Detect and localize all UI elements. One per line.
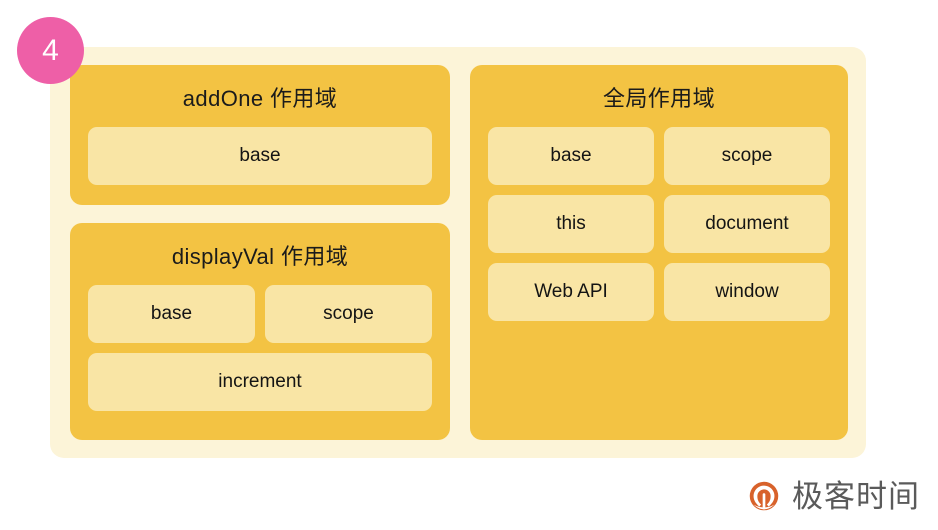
variable-chip: scope [664,126,830,185]
variable-chip: base [88,126,432,185]
variable-chip: base [88,284,255,343]
variable-chip: base [488,126,654,185]
variable-grid-global: base scope this document Web API window [488,126,830,321]
variable-chip: document [664,194,830,253]
scope-title-addone: addOne 作用域 [182,86,338,111]
variable-grid-displayval: base scope increment [88,284,432,411]
scope-panel-displayval: displayVal 作用域 base scope increment [70,223,450,440]
step-number-label: 4 [42,33,59,67]
geektime-logo-icon [745,478,783,516]
geektime-wordmark: 极客时间 [792,478,920,515]
watermark: 极客时间 [745,478,920,516]
diagram-columns: addOne 作用域 base displayVal 作用域 base scop… [70,65,848,440]
scope-panel-addone: addOne 作用域 base [70,65,450,205]
left-column: addOne 作用域 base displayVal 作用域 base scop… [70,65,450,440]
variable-chip: Web API [488,262,654,321]
scope-chain-diagram: addOne 作用域 base displayVal 作用域 base scop… [50,47,866,458]
variable-chip: window [664,262,830,321]
variable-chip: increment [88,352,432,411]
variable-chip: this [488,194,654,253]
variable-grid-addone: base [88,126,432,185]
variable-chip: scope [265,284,432,343]
scope-title-global: 全局作用域 [602,86,715,111]
right-column: 全局作用域 base scope this document Web API w… [470,65,848,440]
scope-panel-global: 全局作用域 base scope this document Web API w… [470,65,848,440]
step-number-badge: 4 [17,17,84,84]
scope-title-displayval: displayVal 作用域 [171,244,349,269]
